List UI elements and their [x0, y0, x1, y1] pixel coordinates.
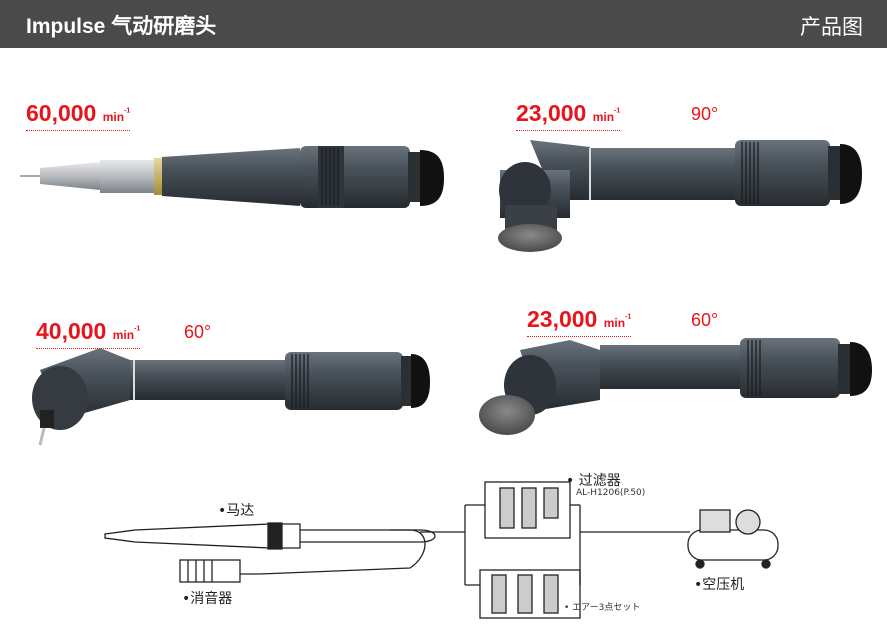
filter-model-label: AL-H1206(P.50) [576, 488, 646, 498]
speed-label-1: 60,000 min-1 [26, 100, 131, 131]
page-title: Impulse 气动研磨头 [26, 15, 217, 38]
straight-grinder-illustration [20, 146, 444, 208]
angle-grinder-60-illustration [32, 348, 430, 446]
system-diagram [104, 481, 779, 619]
compressor-label: •空压机 [694, 577, 745, 593]
filter-label: • 过滤器 [566, 473, 621, 489]
speed-label-2: 23,000 min-1 [516, 100, 621, 131]
motor-label: •马达 [218, 503, 255, 519]
angle-grinder-stone-illustration [479, 338, 872, 435]
air-set-label: • エアー3点セット [564, 603, 641, 613]
angle-label-2: 90° [691, 104, 719, 124]
angle-label-4: 60° [691, 310, 719, 330]
product-image-label: 产品图 [800, 15, 863, 39]
muffler-label: •消音器 [182, 591, 233, 607]
speed-label-3: 40,000 min-1 [36, 318, 141, 349]
page-header: Impulse 气动研磨头 产品图 [0, 0, 887, 48]
right-angle-grinder-illustration [498, 140, 862, 252]
speed-label-4: 23,000 min-1 [527, 306, 632, 337]
angle-label-3: 60° [184, 322, 212, 342]
